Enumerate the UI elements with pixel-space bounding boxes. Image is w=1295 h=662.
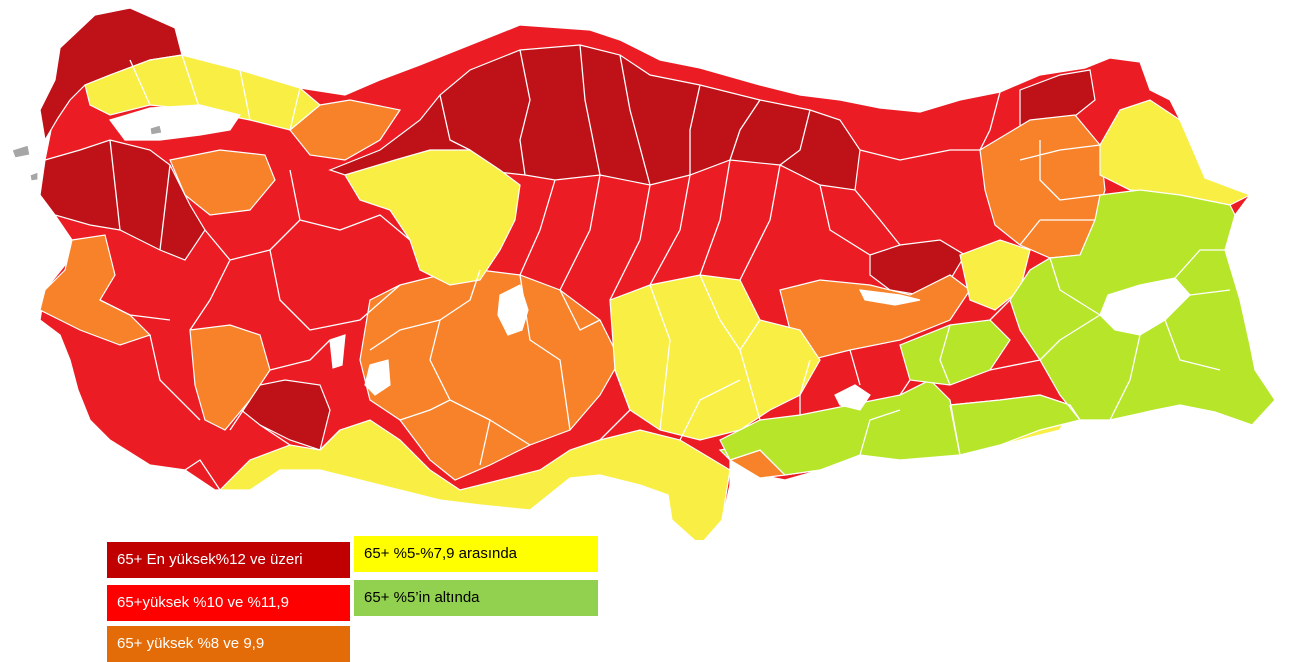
region-ankara: [344, 149, 521, 286]
legend-label-highest: 65+ En yüksek%12 ve üzeri: [117, 551, 303, 568]
legend-label-lowest: 65+ %5’in altında: [364, 589, 480, 606]
island-gokceada: [11, 144, 31, 159]
legend-item-lowest: 65+ %5’in altında: [354, 580, 598, 616]
region-izmir-coast: [39, 234, 152, 346]
island-marmara: [149, 124, 163, 136]
region-kars-ardahan: [1099, 99, 1252, 206]
legend-label-moderate-high: 65+ yüksek %8 ve 9,9: [117, 635, 265, 652]
lake-ataturk-dam: [834, 384, 871, 411]
province-borders: [99, 44, 1231, 491]
legend-label-middle: 65+ %5-%7,9 arasında: [364, 545, 518, 562]
region-balikesir: [39, 139, 206, 261]
island-bozcaada: [29, 171, 39, 182]
region-denizli: [234, 379, 331, 451]
turkey-province-map: [11, 7, 1276, 540]
lake-beysehir: [364, 359, 391, 396]
region-malatya-elazig: [899, 319, 1011, 386]
lake-tuz: [497, 284, 529, 336]
region-sakarya-bolu: [289, 99, 401, 161]
lake-keban: [858, 289, 921, 306]
lake-marmara-sea: [109, 104, 241, 141]
legend-item-high: 65+yüksek %10 ve %11,9: [107, 585, 350, 621]
legend-label-high: 65+yüksek %10 ve %11,9: [117, 594, 289, 611]
legend-item-moderate-high: 65+ yüksek %8 ve 9,9: [107, 626, 350, 662]
lake-egirdir: [329, 334, 346, 369]
legend-item-middle: 65+ %5-%7,9 arasında: [354, 536, 598, 572]
region-kutahya: [169, 149, 276, 216]
legend-item-highest: 65+ En yüksek%12 ve üzeri: [107, 542, 350, 578]
region-istanbul-kocaeli: [84, 54, 321, 131]
region-mediterranean-coast: [218, 419, 731, 540]
